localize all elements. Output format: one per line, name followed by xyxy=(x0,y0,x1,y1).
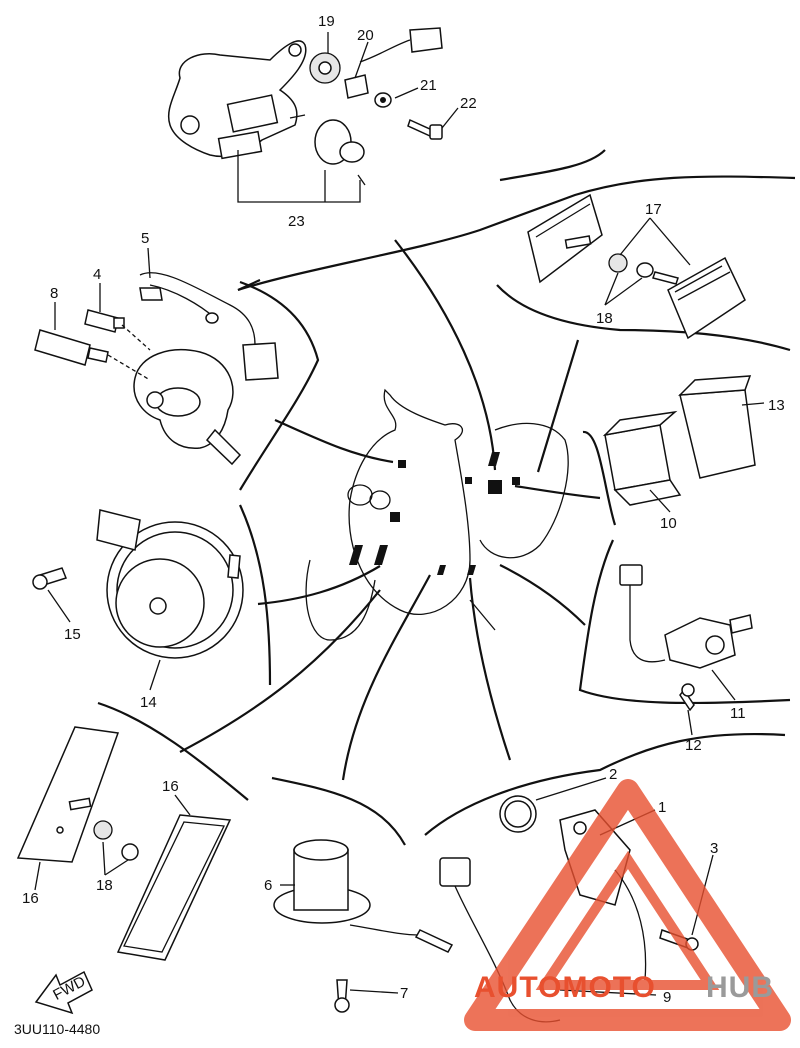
callout-18-lower: 18 xyxy=(96,877,113,894)
callout-4: 4 xyxy=(93,266,101,283)
callout-19: 19 xyxy=(318,13,335,30)
callout-10: 10 xyxy=(660,515,677,532)
callout-leaders xyxy=(34,32,765,996)
callout-5: 5 xyxy=(141,230,149,247)
watermark-text-primary: AUTOMOTO xyxy=(474,971,656,1004)
part-relays-10-13 xyxy=(602,375,756,506)
callout-2: 2 xyxy=(609,766,617,783)
part-switch-6-7 xyxy=(273,839,454,1013)
callout-3: 3 xyxy=(710,840,718,857)
callout-23: 23 xyxy=(288,213,305,230)
part-sensor-11-12 xyxy=(619,564,753,712)
callout-16-left: 16 xyxy=(22,890,39,907)
callout-16-right: 16 xyxy=(162,778,179,795)
callout-11: 11 xyxy=(730,705,746,722)
part-reflectors-17-18 xyxy=(527,193,746,340)
callout-15: 15 xyxy=(64,626,81,643)
callout-1: 1 xyxy=(658,799,666,816)
drawing-code: 3UU110-4480 xyxy=(14,1021,100,1037)
callout-8: 8 xyxy=(50,285,58,302)
callout-20: 20 xyxy=(357,27,374,44)
part-assembly-19-23 xyxy=(168,27,443,203)
part-assembly-4-5-8 xyxy=(34,272,279,466)
callout-17: 17 xyxy=(645,201,662,218)
watermark-text-secondary: HUB xyxy=(706,971,774,1004)
group-dividers xyxy=(97,149,796,846)
callout-12: 12 xyxy=(685,737,702,754)
callout-7: 7 xyxy=(400,985,408,1002)
callout-9: 9 xyxy=(663,989,671,1006)
callout-14: 14 xyxy=(140,694,157,711)
part-reflectors-16-18 xyxy=(16,726,232,961)
callout-18-upper: 18 xyxy=(596,310,613,327)
callout-21: 21 xyxy=(420,77,437,94)
callout-13: 13 xyxy=(768,397,785,414)
callout-6: 6 xyxy=(264,877,272,894)
callout-22: 22 xyxy=(460,95,477,112)
part-horn-14-15 xyxy=(32,509,244,659)
chassis-outline xyxy=(305,388,569,641)
leader-lines xyxy=(179,239,601,781)
fwd-arrow-icon xyxy=(34,970,93,1015)
watermark-logo xyxy=(464,779,791,1031)
